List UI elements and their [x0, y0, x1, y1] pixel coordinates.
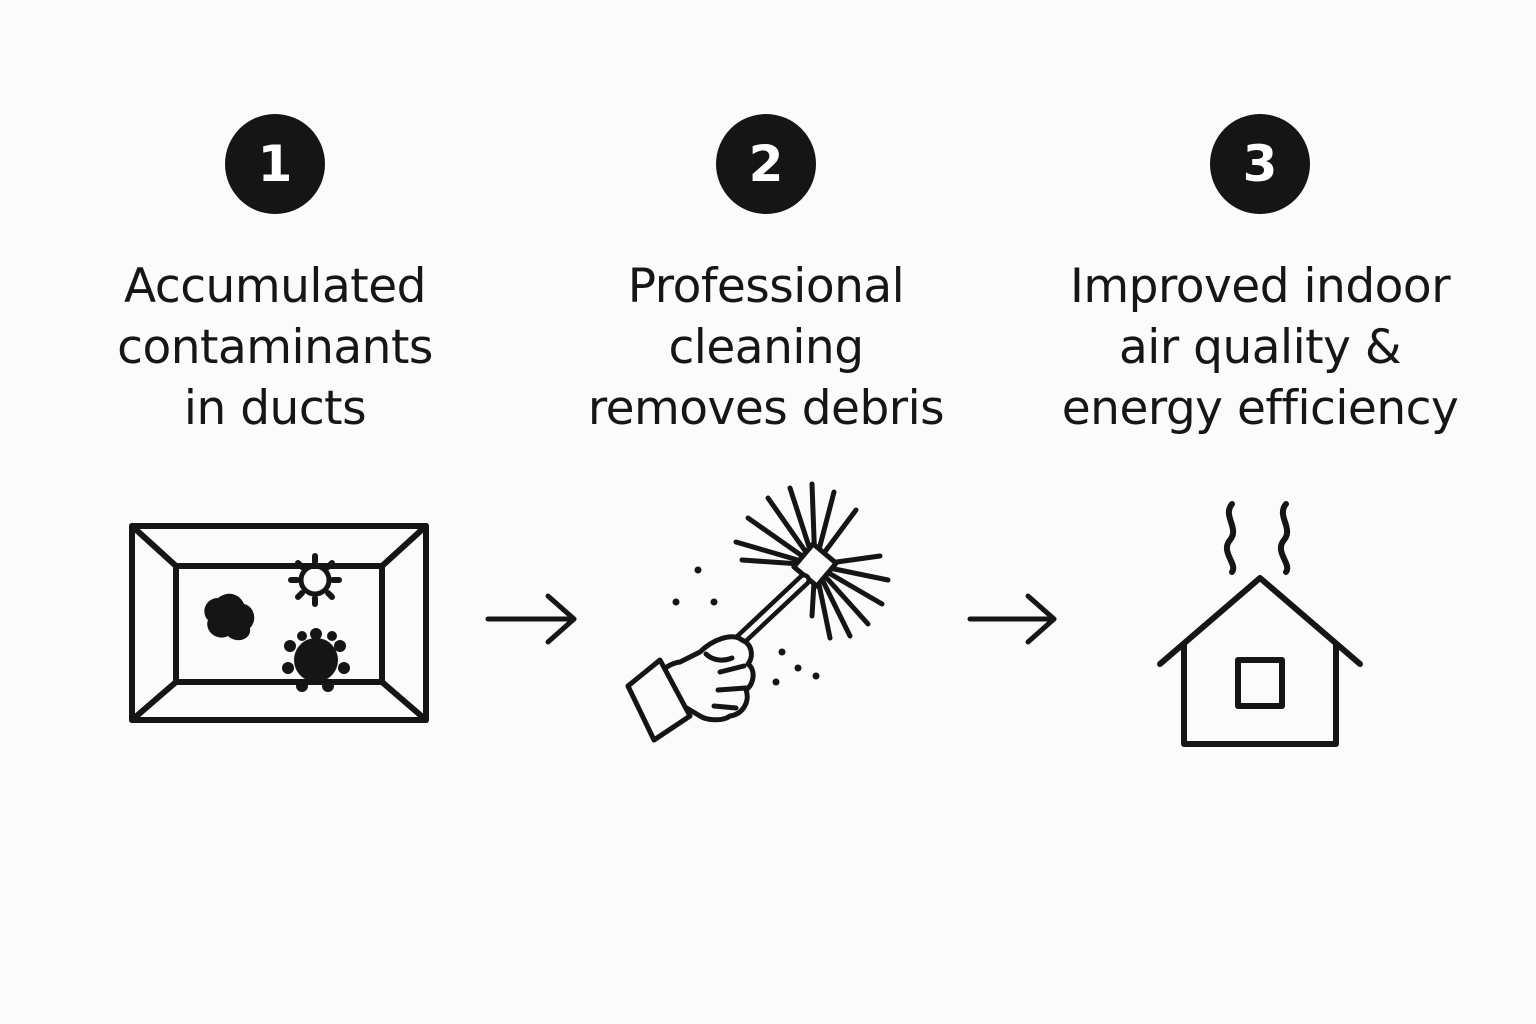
caption-line: Professional: [627, 259, 905, 314]
caption-line: air quality &: [1119, 320, 1402, 375]
step-3: 3 Improved indoor air quality & energy e…: [1030, 0, 1490, 1024]
step-caption: Improved indoor air quality & energy eff…: [1030, 256, 1490, 439]
caption-line: contaminants: [117, 320, 433, 375]
caption-line: cleaning: [668, 320, 864, 375]
hand-holding-duct-brush-icon: [625, 481, 891, 743]
step-2: 2 Professional cleaning removes debris: [536, 0, 996, 1024]
right-arrow-icon: [967, 593, 1057, 645]
caption-line: energy efficiency: [1061, 381, 1459, 436]
step-caption: Professional cleaning removes debris: [536, 256, 996, 439]
caption-line: removes debris: [587, 381, 945, 436]
duct-with-contaminants-icon: [129, 523, 429, 723]
step-caption: Accumulated contaminants in ducts: [45, 256, 505, 439]
step-number-badge: 2: [716, 114, 816, 214]
right-arrow-icon: [485, 593, 577, 645]
caption-line: Accumulated: [124, 259, 426, 314]
caption-line: Improved indoor: [1069, 259, 1451, 314]
caption-line: in ducts: [183, 381, 367, 436]
house-with-fresh-air-icon: [1157, 501, 1363, 747]
step-number-badge: 3: [1210, 114, 1310, 214]
step-number-badge: 1: [225, 114, 325, 214]
step-1: 1 Accumulated contaminants in ducts: [45, 0, 505, 1024]
